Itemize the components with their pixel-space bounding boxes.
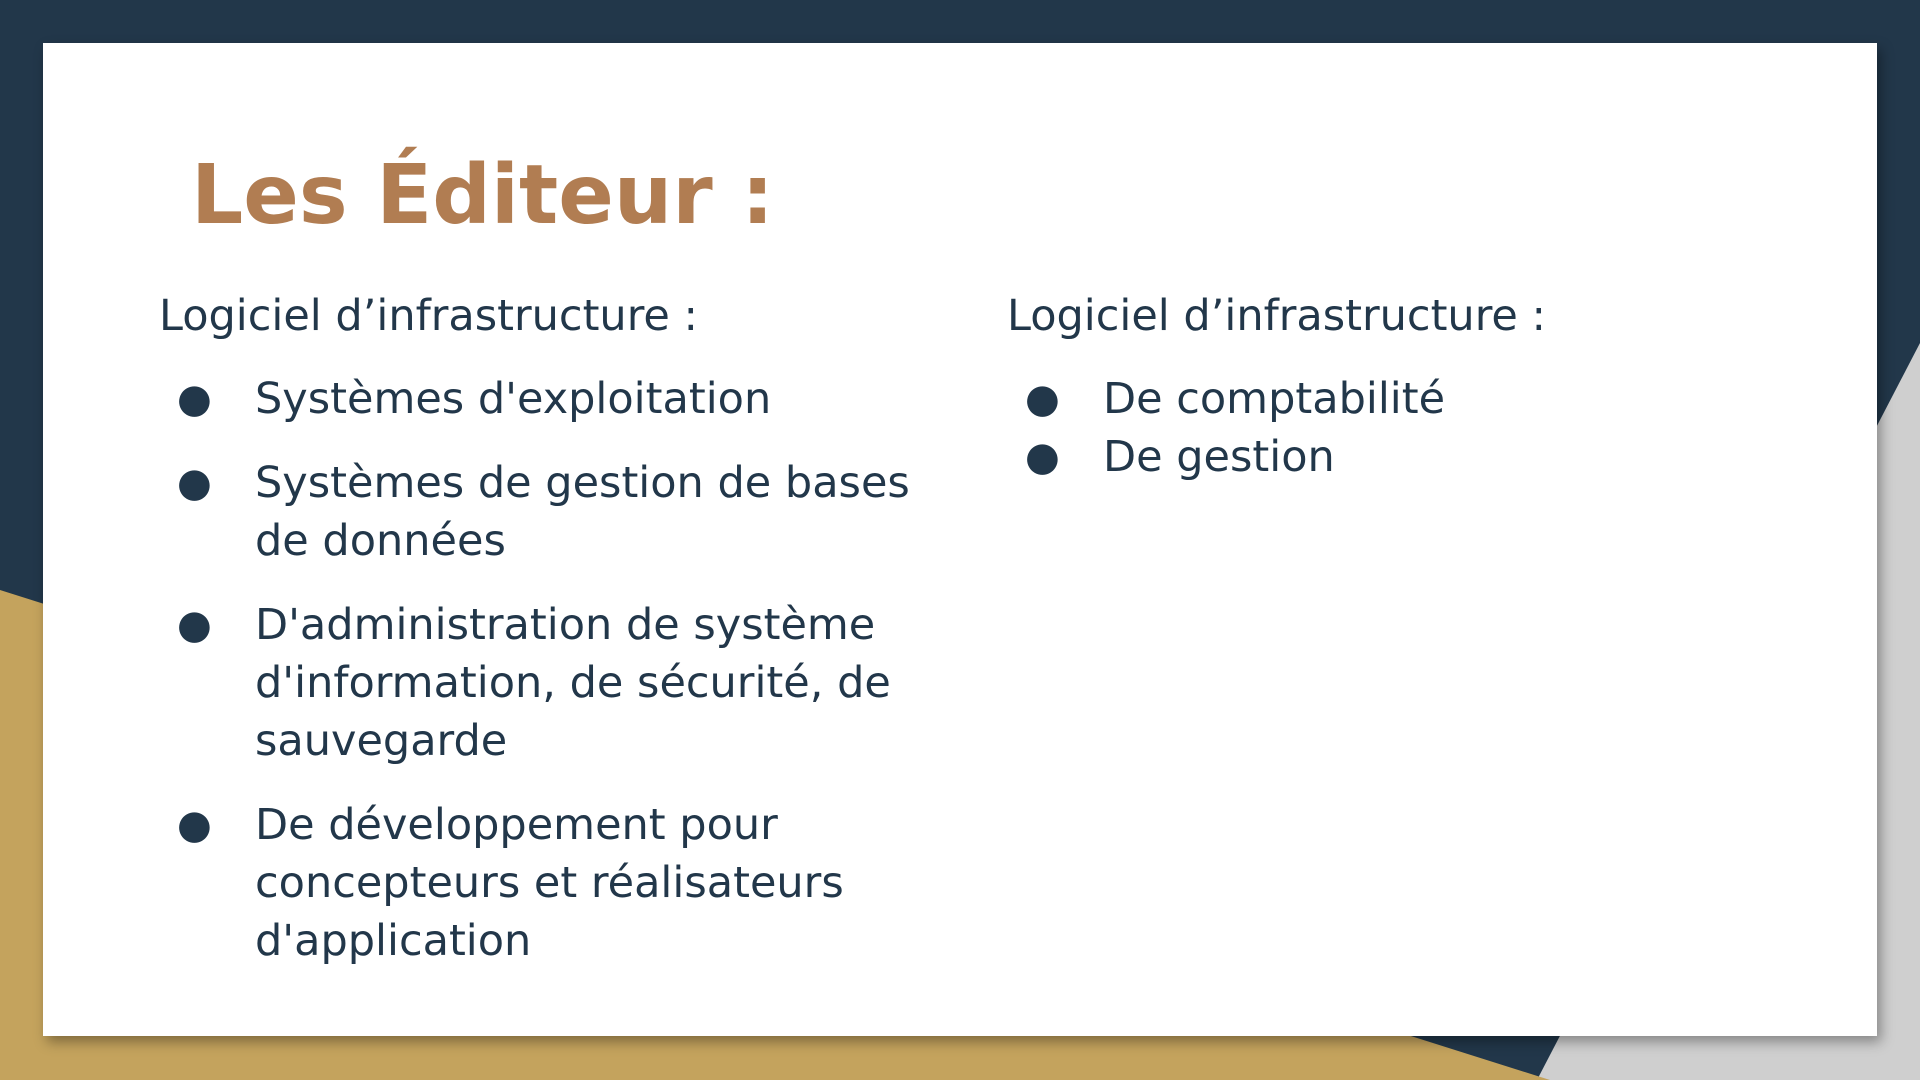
bullet-icon: ● <box>177 602 212 648</box>
list-item: ● De comptabilité <box>1007 370 1767 428</box>
list-item-text: D'administration de système d'informatio… <box>255 600 891 766</box>
bullet-icon: ● <box>1025 434 1060 480</box>
left-bullet-list: ● Systèmes d'exploitation ● Systèmes de … <box>159 370 959 970</box>
list-item: ● De gestion <box>1007 428 1767 486</box>
list-item: ● Systèmes de gestion de bases de donnée… <box>159 454 959 570</box>
bullet-icon: ● <box>177 802 212 848</box>
right-column-heading: Logiciel d’infrastructure : <box>1007 291 1547 341</box>
slide-title: Les Éditeur : <box>191 148 775 243</box>
list-item: ● Systèmes d'exploitation <box>159 370 959 428</box>
list-item-text: Systèmes de gestion de bases de données <box>255 458 910 566</box>
right-bullet-list: ● De comptabilité ● De gestion <box>1007 370 1767 486</box>
left-column: Logiciel d’infrastructure : ● Systèmes d… <box>159 287 959 970</box>
bullet-icon: ● <box>177 460 212 506</box>
bullet-icon: ● <box>177 376 212 422</box>
list-item-text: De comptabilité <box>1103 374 1446 424</box>
list-item-text: De gestion <box>1103 432 1335 482</box>
list-item-text: Systèmes d'exploitation <box>255 374 772 424</box>
slide-card: Les Éditeur : Logiciel d’infrastructure … <box>43 43 1877 1036</box>
list-item: ● De développement pour concepteurs et r… <box>159 796 959 970</box>
right-column: Logiciel d’infrastructure : ● De comptab… <box>1007 287 1767 486</box>
list-item: ● D'administration de système d'informat… <box>159 596 959 770</box>
left-column-heading: Logiciel d’infrastructure : <box>159 291 699 341</box>
list-item-text: De développement pour concepteurs et réa… <box>255 800 844 966</box>
bullet-icon: ● <box>1025 376 1060 422</box>
